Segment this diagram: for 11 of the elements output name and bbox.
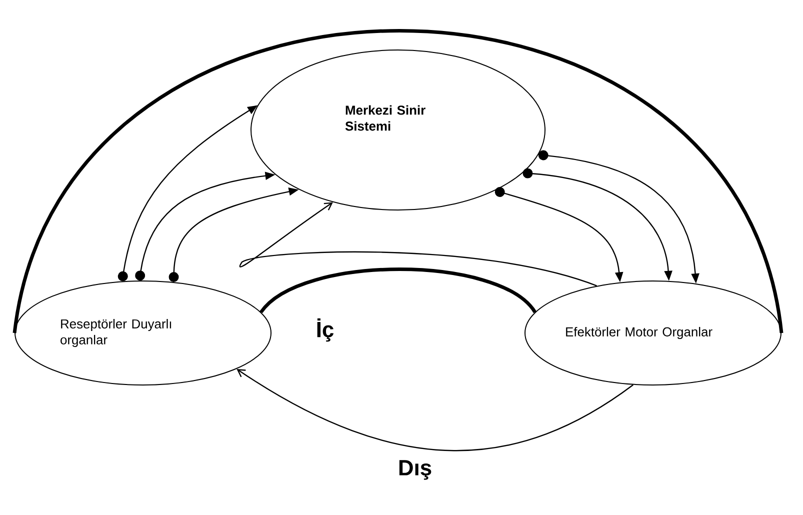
arrow <box>236 368 634 452</box>
arrow <box>240 202 597 286</box>
region-label: Dış <box>399 460 432 480</box>
ellipse-node <box>524 280 782 386</box>
region-label: İç <box>317 318 334 342</box>
node-text: Reseptörler Duyarlı organlar <box>60 318 172 347</box>
ellipse-node <box>250 50 546 210</box>
ellipse-node <box>14 280 272 386</box>
node-text: Merkezi Sinir Sistemi <box>345 105 426 131</box>
boundary-line <box>260 268 536 314</box>
node-text: Efektörler Motor Organlar <box>566 326 712 340</box>
